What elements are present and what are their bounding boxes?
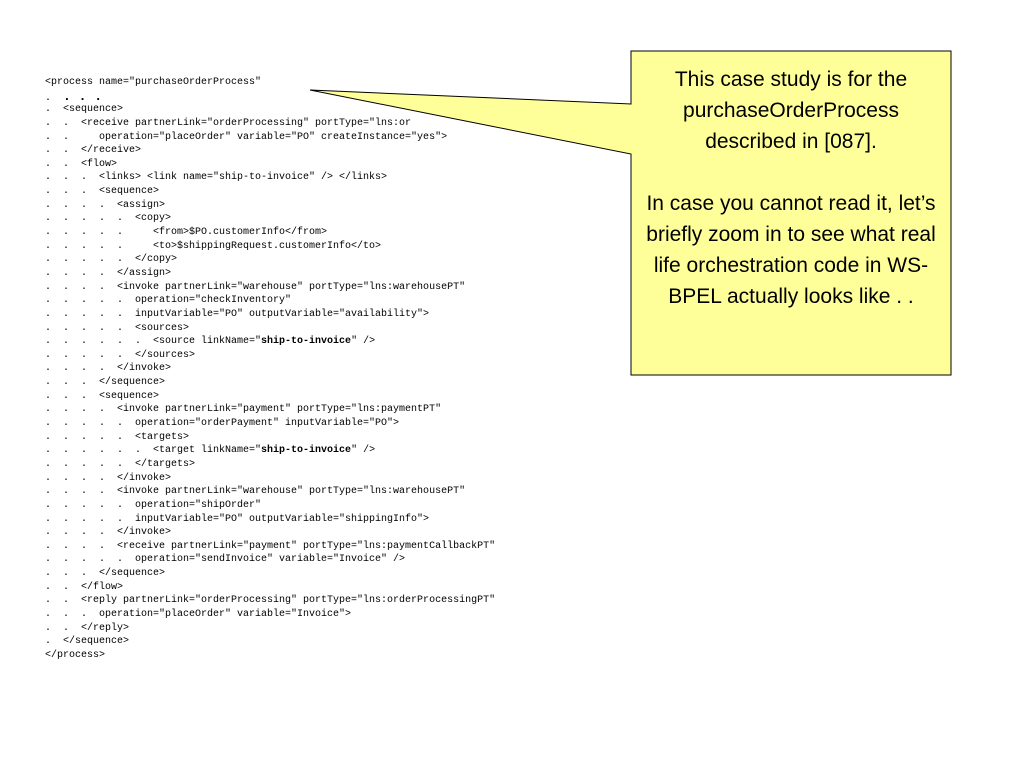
code-line: . . operation="placeOrder" variable="PO"… <box>45 131 495 145</box>
code-line: . . . . . </sources> <box>45 349 495 363</box>
code-text: . . <flow> <box>45 158 118 170</box>
code-line: . . . . <invoke partnerLink="warehouse" … <box>45 281 495 295</box>
code-line: . . . . <box>45 88 495 104</box>
callout-paragraph-1: This case study is for the purchaseOrder… <box>674 68 908 153</box>
code-highlight: ship-to-invoice <box>261 445 352 457</box>
code-line: . . . . . . <target linkName="ship-to-in… <box>45 444 495 458</box>
code-line: . . . </sequence> <box>45 567 495 581</box>
code-line: <process name="purchaseOrderProcess" <box>45 76 495 90</box>
code-text: . . . . </assign> <box>45 267 172 279</box>
code-line: . . </reply> <box>45 622 495 636</box>
code-line: . . . </sequence> <box>45 376 495 390</box>
code-text: . . </flow> <box>45 581 124 593</box>
code-text: . . . . . </targets> <box>45 458 196 470</box>
code-text: . . . operation="placeOrder" variable="I… <box>45 608 352 620</box>
code-line: . . <reply partnerLink="orderProcessing"… <box>45 594 495 608</box>
code-text: . . . . . operation="orderPayment" input… <box>45 418 400 430</box>
code-text: . . . . . <sources> <box>45 322 190 334</box>
code-line: . . . <sequence> <box>45 390 495 404</box>
code-text: . . . . . operation="sendInvoice" variab… <box>45 554 406 566</box>
code-line: . . . . . operation="shipOrder" <box>45 499 495 513</box>
code-text: . . . </sequence> <box>45 377 166 389</box>
code-line: . . . . <invoke partnerLink="warehouse" … <box>45 485 495 499</box>
code-line: . . . . . </targets> <box>45 458 495 472</box>
code-line: . . </flow> <box>45 581 495 595</box>
callout-paragraph-2: In case you cannot read it, let’s briefl… <box>646 192 936 308</box>
code-text: . . <reply partnerLink="orderProcessing"… <box>45 595 496 607</box>
bpel-code-listing: <process name="purchaseOrderProcess". . … <box>45 76 495 663</box>
code-text: . . . . . operation="shipOrder" <box>45 499 262 511</box>
code-highlight: ship-to-invoice <box>261 336 352 348</box>
code-text: . . . . </invoke> <box>45 527 172 539</box>
code-line: . . . . . <targets> <box>45 431 495 445</box>
code-line: . . . . . operation="checkInventory" <box>45 294 495 308</box>
code-line: . . . . <invoke partnerLink="payment" po… <box>45 403 495 417</box>
code-line: . </sequence> <box>45 635 495 649</box>
code-text: . . . . <invoke partnerLink="warehouse" … <box>45 281 466 293</box>
code-line: . . . . <receive partnerLink="payment" p… <box>45 540 495 554</box>
code-text: . . <receive partnerLink="orderProcessin… <box>45 117 412 129</box>
code-text: . . . <sequence> <box>45 390 160 402</box>
code-line: . . . . . operation="orderPayment" input… <box>45 417 495 431</box>
code-line: . . . . . inputVariable="PO" outputVaria… <box>45 513 495 527</box>
code-line: . . . <links> <link name="ship-to-invoic… <box>45 171 495 185</box>
code-text: . . . <box>63 88 103 104</box>
code-line: . . </receive> <box>45 144 495 158</box>
code-text: " /> <box>351 445 376 457</box>
code-text: . . . . <receive partnerLink="payment" p… <box>45 540 496 552</box>
code-line: . . . operation="placeOrder" variable="I… <box>45 608 495 622</box>
code-text: . . . . . inputVariable="PO" outputVaria… <box>45 513 430 525</box>
code-line: </process> <box>45 649 495 663</box>
code-line: . . . . . . <source linkName="ship-to-in… <box>45 335 495 349</box>
code-line: . . . . </assign> <box>45 267 495 281</box>
code-line: . . . . . <copy> <box>45 212 495 226</box>
code-line: . . . . . inputVariable="PO" outputVaria… <box>45 308 495 322</box>
code-text: " /> <box>351 336 376 348</box>
code-line: . . . . <assign> <box>45 199 495 213</box>
code-line: . . . . </invoke> <box>45 526 495 540</box>
code-text: . . . . . </sources> <box>45 349 196 361</box>
code-text: . . operation="placeOrder" variable="PO"… <box>45 131 448 143</box>
code-line: . . . . </invoke> <box>45 472 495 486</box>
code-text: . . . . . <from>$PO.customerInfo</from> <box>45 227 328 239</box>
code-text: . <box>45 92 64 104</box>
code-text: . . </reply> <box>45 622 130 634</box>
code-line: . . . . . operation="sendInvoice" variab… <box>45 553 495 567</box>
code-text: . . . . <invoke partnerLink="payment" po… <box>45 404 442 416</box>
code-text: . . . . <invoke partnerLink="warehouse" … <box>45 486 466 498</box>
code-text: . . . <sequence> <box>45 186 160 198</box>
callout-note: This case study is for the purchaseOrder… <box>631 51 951 375</box>
code-text: . . . . . . <target linkName=" <box>45 445 262 457</box>
code-text: . . . </sequence> <box>45 568 166 580</box>
code-line: . . <receive partnerLink="orderProcessin… <box>45 117 495 131</box>
code-line: . . . . . <from>$PO.customerInfo</from> <box>45 226 495 240</box>
code-text: . . . <links> <link name="ship-to-invoic… <box>45 172 388 184</box>
code-text: . . . . . . <source linkName=" <box>45 336 262 348</box>
code-text: . . . . . operation="checkInventory" <box>45 295 292 307</box>
code-line: . <sequence> <box>45 103 495 117</box>
code-line: . . . <sequence> <box>45 185 495 199</box>
code-text: <process name="purchaseOrderProcess" <box>45 77 262 88</box>
code-text: . . . . </invoke> <box>45 363 172 375</box>
code-line: . . . . . </copy> <box>45 253 495 267</box>
code-text: . <sequence> <box>45 104 124 116</box>
code-line: . . . . . <sources> <box>45 322 495 336</box>
callout-pointer-and-box <box>309 50 952 376</box>
code-text: . . . . . inputVariable="PO" outputVaria… <box>45 308 430 320</box>
code-text: . . </receive> <box>45 145 142 157</box>
code-line: . . . . </invoke> <box>45 362 495 376</box>
code-text: </process> <box>45 649 106 661</box>
code-line: . . <flow> <box>45 158 495 172</box>
code-text: . </sequence> <box>45 636 130 648</box>
code-text: . . . . </invoke> <box>45 472 172 484</box>
code-text: . . . . <assign> <box>45 199 166 211</box>
code-text: . . . . . <copy> <box>45 213 172 225</box>
code-line: . . . . . <to>$shippingRequest.customerI… <box>45 240 495 254</box>
code-text: . . . . . </copy> <box>45 254 178 266</box>
code-text: . . . . . <to>$shippingRequest.customerI… <box>45 240 382 252</box>
code-text: . . . . . <targets> <box>45 431 190 443</box>
